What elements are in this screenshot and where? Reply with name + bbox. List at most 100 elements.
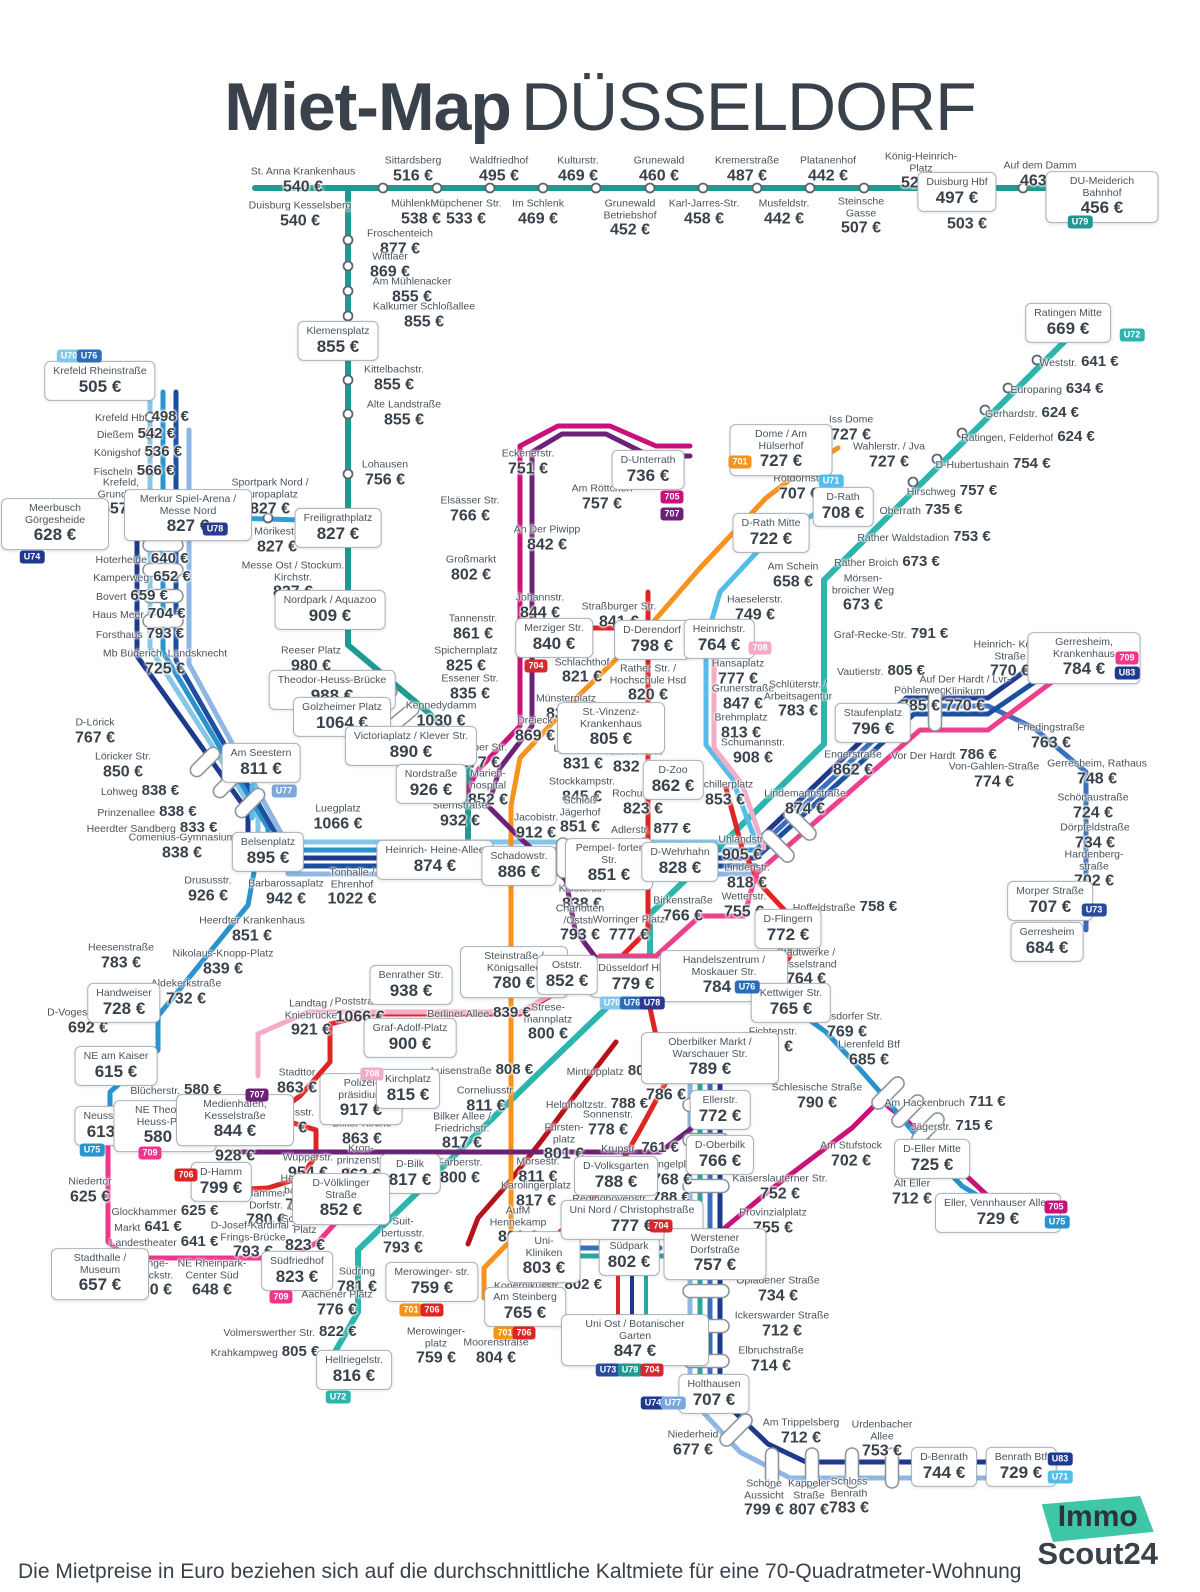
station-price: 728 € xyxy=(102,998,146,1018)
station-label: Uhlandstr.905 € xyxy=(718,834,765,863)
station-name: Wittlaer xyxy=(372,250,408,263)
station-name: Am Hackenbruch xyxy=(884,1097,965,1110)
station-price: 862 € xyxy=(651,775,695,795)
station-label: Gerhardstr.624 € xyxy=(985,404,1079,422)
station-price: 800 € xyxy=(439,1168,481,1186)
station-price: 802 € xyxy=(607,1251,651,1271)
interchange-capsule xyxy=(189,746,221,778)
station-name: Heerdter Krankenhaus xyxy=(199,914,305,927)
station-price: 800 € xyxy=(527,1025,569,1043)
station-name: Kappeler Straße xyxy=(787,1477,831,1502)
station-price: 712 € xyxy=(780,1428,822,1446)
station-name: Provinzialplatz xyxy=(739,1206,807,1219)
station-dot xyxy=(144,446,156,458)
station-price: 781 € xyxy=(336,1277,378,1295)
station-price: 838 € xyxy=(561,894,603,912)
station-price: 805 € xyxy=(589,729,633,749)
station-price: 652 € xyxy=(153,568,191,586)
station-name: Merkur Spiel-Arena / Messe Nord xyxy=(139,493,237,517)
station-price: 840 € xyxy=(532,633,576,653)
station-name: Lohausen xyxy=(361,458,409,471)
station-price: 755 € xyxy=(723,902,765,920)
station-name: Am Schein xyxy=(767,560,819,573)
station-price: 777 € xyxy=(608,925,650,943)
station-price: 817 € xyxy=(441,1134,483,1152)
station-name: Gangelplatz xyxy=(643,1158,701,1171)
line-badge-708: 708 xyxy=(748,641,772,655)
station-price: 542 € xyxy=(137,425,176,443)
station-name: St.-Vinzenz- Krankenhaus xyxy=(580,706,642,730)
station-price: 905 € xyxy=(721,845,763,863)
station-price: 725 € xyxy=(910,1154,954,1174)
station-name: Am Röttchen xyxy=(571,482,633,495)
station-name: Redinghovenstr. xyxy=(572,1193,648,1205)
station-name: Berliner Allee xyxy=(427,1008,490,1021)
station-name: Krupstr. xyxy=(601,1143,638,1156)
station-name: Schöne Aussicht xyxy=(744,1477,784,1502)
station-price: 460 € xyxy=(638,166,680,184)
station-price: 825 € xyxy=(445,656,487,674)
station-price: 877 € xyxy=(379,239,421,257)
station-price: 469 € xyxy=(517,209,559,227)
station-name: NE am Kaiser xyxy=(83,1049,149,1062)
station-price: 823 € xyxy=(622,799,664,817)
station-price: 684 € xyxy=(1025,937,1069,957)
station-price: 469 € xyxy=(557,166,599,184)
station-price: 793 € xyxy=(146,625,185,643)
station-price: 780 € xyxy=(245,1211,287,1229)
station-price: 833 € xyxy=(179,819,218,837)
station-price: 804 € xyxy=(475,1348,517,1366)
station-price: 761 € xyxy=(641,1139,679,1157)
station-price: 805 € xyxy=(887,662,926,680)
station-name: Karolingerplatz xyxy=(500,1179,572,1192)
station-name: Freiligrathplatz xyxy=(303,511,373,524)
station-dot xyxy=(144,428,156,440)
station-price: 752 € xyxy=(759,1184,801,1202)
station-label: Haeselerstr.749 € xyxy=(727,594,783,623)
station-name: Auf dem Damm xyxy=(1003,159,1077,172)
station-name: NE Theodor- Heuss-Platz xyxy=(135,1104,195,1128)
station-price: 677 € xyxy=(672,1440,714,1458)
station-price: 908 € xyxy=(732,748,774,766)
station-name: Aachener Platz xyxy=(301,1288,373,1301)
station-dot xyxy=(907,476,919,488)
station-price: 729 € xyxy=(999,1462,1043,1482)
logo-scout24-text: Scout24 xyxy=(1037,1536,1158,1571)
station-dot xyxy=(644,182,656,194)
station-name: Großmarkt xyxy=(445,553,497,566)
station-price: 928 € xyxy=(214,1146,256,1164)
station-price: 821 € xyxy=(561,668,603,686)
station-price: 786 € xyxy=(959,746,997,764)
station-label: Kittelbachstr.855 € xyxy=(364,364,424,393)
line-badge-704: 704 xyxy=(524,659,548,673)
line-badge-704: 704 xyxy=(640,1363,664,1377)
station-name: Schönaustraße xyxy=(1057,791,1129,804)
station-name: Tannenstr. xyxy=(448,612,498,625)
station-name: NE Rheinpark- Center Süd xyxy=(177,1257,247,1282)
station-price: 926 € xyxy=(187,886,229,904)
station-name: Heinrich- Heine-Allee xyxy=(385,843,485,856)
station-name: Sportpark Nord / Europaplatz xyxy=(231,476,309,501)
